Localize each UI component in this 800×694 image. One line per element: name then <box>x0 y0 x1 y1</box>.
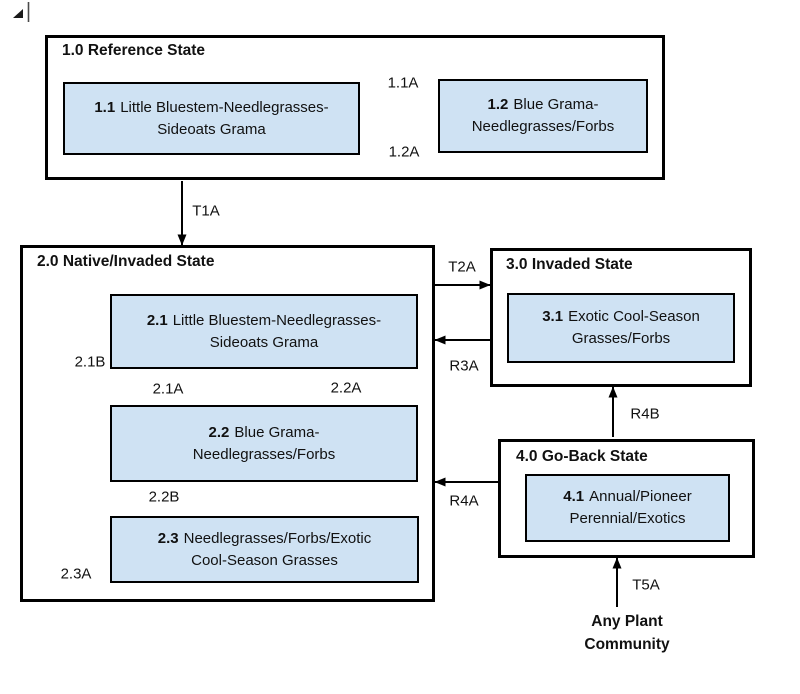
community-2-3-number: 2.3 <box>157 529 179 547</box>
transition-label-R4B: R4B <box>630 405 660 423</box>
transition-label-R4A: R4A <box>449 492 479 510</box>
transition-label-2-2A: 2.2A <box>330 379 362 397</box>
transition-label-T1A: T1A <box>192 202 220 220</box>
transition-label-1-1A: 1.1A <box>387 74 419 92</box>
community-4-1-name: Annual/Pioneer Perennial/Exotics <box>569 488 692 527</box>
community-1-2-name: Blue Grama- Needlegrasses/Forbs <box>471 96 615 135</box>
community-2-1-number: 2.1 <box>146 311 168 329</box>
community-2-2-name: Blue Grama- Needlegrasses/Forbs <box>192 423 336 463</box>
state-1-title: 1.0 Reference State <box>62 42 206 59</box>
transition-label-T5A: T5A <box>632 576 660 594</box>
transition-label-R3A: R3A <box>449 357 479 375</box>
state-4-title: 4.0 Go-Back State <box>516 448 648 465</box>
community-1-1-name: Little Bluestem-Needlegrasses- Sideoats … <box>120 98 329 138</box>
community-4-1-number: 4.1 <box>563 488 585 505</box>
community-3-1-name: Exotic Cool-Season Grasses/Forbs <box>568 308 700 347</box>
state-2-title: 2.0 Native/Invaded State <box>37 253 215 270</box>
community-3-1-number: 3.1 <box>542 308 564 325</box>
transition-label-2-1B: 2.1B <box>74 353 106 371</box>
community-1-2-number: 1.2 <box>487 96 509 113</box>
transition-label-2-2B: 2.2B <box>148 488 180 506</box>
community-2-3-name: Needlegrasses/Forbs/Exotic Cool-Season G… <box>183 529 372 569</box>
transition-label-2-1A: 2.1A <box>152 380 184 398</box>
transition-label-2-3A: 2.3A <box>60 565 92 583</box>
community-2-2-number: 2.2 <box>208 423 230 441</box>
canvas-corner-marker-icon <box>13 2 30 22</box>
community-1-1-number: 1.1 <box>94 98 116 116</box>
community-2-1-name: Little Bluestem-Needlegrasses- Sideoats … <box>172 311 382 351</box>
transition-label-T2A: T2A <box>448 258 476 276</box>
external-node-any-plant-community: Any Plant Community <box>584 613 670 653</box>
transition-label-1-2A: 1.2A <box>388 143 420 161</box>
state-3-title: 3.0 Invaded State <box>506 256 633 273</box>
